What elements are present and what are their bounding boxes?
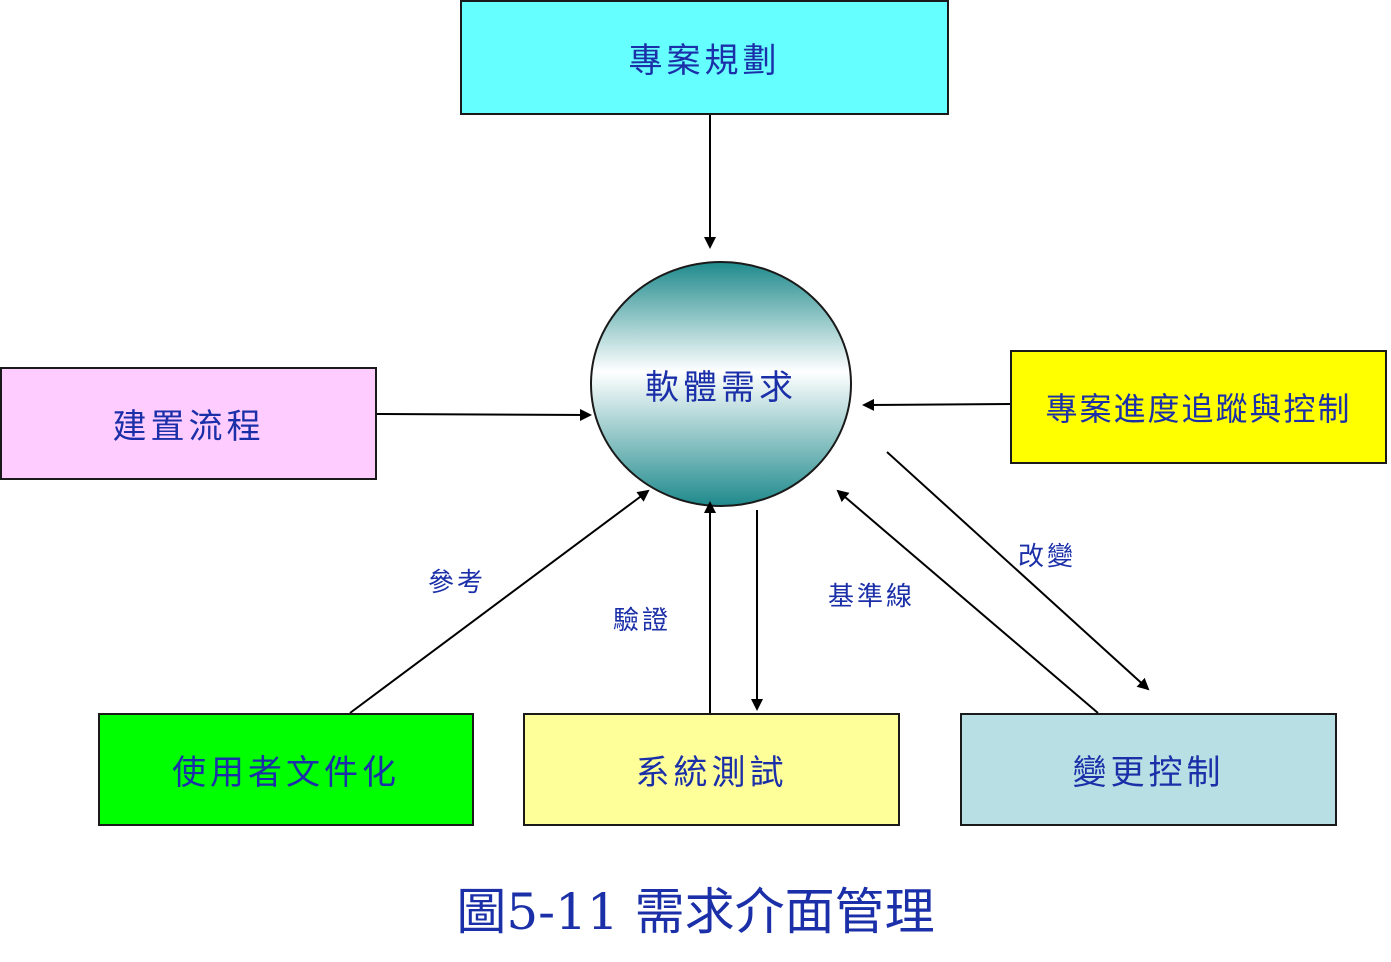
tracking-node: 專案進度追蹤與控制 (1010, 350, 1387, 464)
planning-node: 專案規劃 (460, 0, 949, 115)
process-node: 建置流程 (0, 367, 377, 480)
arrow-userdoc-to-center (349, 489, 650, 714)
change-control-node: 變更控制 (960, 713, 1337, 826)
edge-label-reference: 參考 (428, 568, 487, 598)
arrow-tracking-to-center (862, 398, 1011, 411)
arrow-change-control-to-center (836, 489, 1099, 714)
edge-label-change: 改變 (1018, 542, 1077, 572)
center-node-label: 軟體需求 (645, 368, 797, 408)
arrow-center-to-change-control (886, 451, 1150, 691)
arrow-process-to-center (376, 408, 592, 421)
edge-label-verify: 驗證 (613, 606, 672, 636)
figure-caption: 圖5-11 需求介面管理 (456, 883, 935, 941)
edge-label-baseline: 基準線 (828, 582, 916, 612)
center-node-circle (590, 261, 852, 507)
testing-node: 系統測試 (523, 713, 900, 826)
userdoc-node: 使用者文件化 (98, 713, 474, 826)
